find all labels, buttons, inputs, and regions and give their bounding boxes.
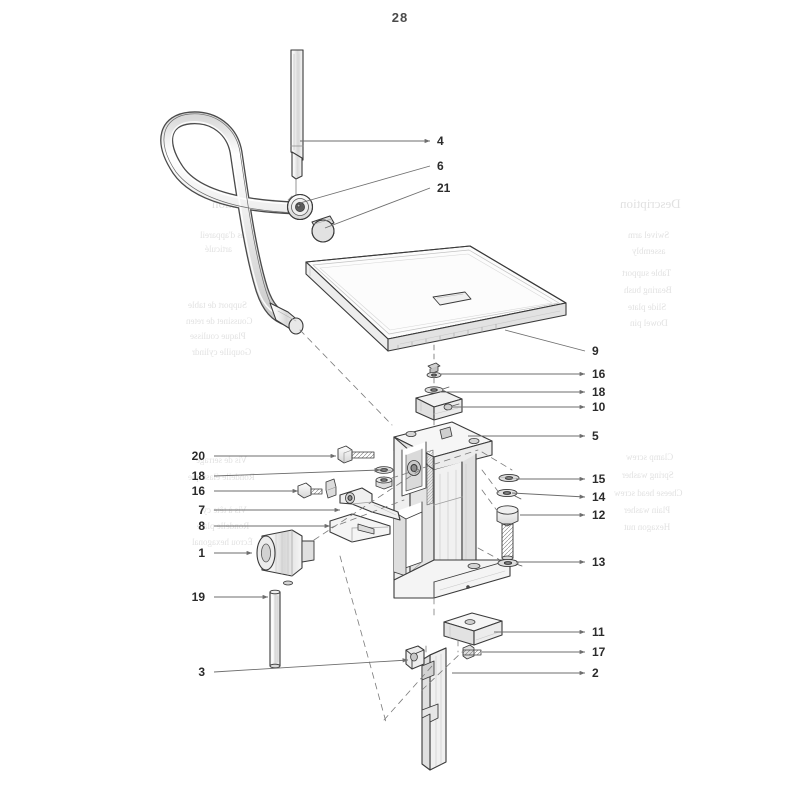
callout-number-9: 9	[592, 344, 599, 358]
part-set-screw	[462, 644, 482, 660]
part-base-block	[443, 612, 503, 646]
callout-number-2: 2	[592, 666, 599, 680]
part-washer-left	[375, 476, 393, 490]
part-lever-bracket	[339, 487, 401, 521]
callout-number-1: 1	[198, 546, 205, 560]
part-small-screw-assembly	[297, 478, 337, 499]
leader-line-3	[213, 658, 409, 673]
part-table-platen	[305, 245, 567, 352]
assembly-guide-lines	[299, 329, 513, 723]
callout-number-13: 13	[592, 555, 606, 569]
part-flat-washer-right	[498, 473, 520, 483]
callout-number-21: 21	[437, 181, 451, 195]
callout-number-17: 17	[592, 645, 606, 659]
part-washer-lower	[497, 558, 523, 568]
callout-number-15: 15	[592, 472, 606, 486]
part-round-cap	[311, 215, 335, 243]
leader-line-21	[324, 187, 431, 229]
part-clamp-block	[405, 645, 425, 670]
callout-number-8: 8	[198, 519, 205, 533]
part-dowel-pin	[269, 589, 281, 669]
callout-number-3: 3	[198, 665, 205, 679]
callout-number-19: 19	[191, 590, 205, 604]
callout-leader-lines	[213, 138, 586, 676]
part-swivel-arm	[160, 111, 304, 335]
part-hex-bolt-short	[337, 445, 375, 464]
part-washer-small-top	[426, 362, 442, 378]
callout-number-16: 16	[191, 484, 205, 498]
callout-number-20: 20	[191, 449, 205, 463]
part-lock-washer-top	[424, 386, 450, 394]
part-knurled-knob	[256, 529, 315, 586]
callout-number-18: 18	[191, 469, 205, 483]
callout-number-12: 12	[592, 508, 606, 522]
callout-number-7: 7	[198, 503, 205, 517]
part-lock-washer-right	[496, 488, 522, 500]
leader-line-14	[511, 492, 586, 499]
callout-number-10: 10	[592, 400, 606, 414]
part-pivot-joint	[286, 193, 314, 221]
callout-number-14: 14	[592, 490, 606, 504]
part-column-bracket	[393, 421, 511, 599]
part-upper-rod	[290, 49, 304, 197]
callout-number-18: 18	[592, 385, 606, 399]
part-hex-bolt-long	[496, 505, 519, 561]
callout-number-4: 4	[437, 134, 444, 148]
page-number: 28	[391, 10, 409, 25]
leader-line-18	[213, 468, 381, 477]
part-slide-block	[415, 390, 463, 421]
leader-line-9	[504, 329, 586, 352]
callout-number-5: 5	[592, 429, 599, 443]
callout-number-6: 6	[437, 159, 444, 173]
leader-line-6	[299, 165, 431, 204]
part-flat-plate	[329, 513, 391, 543]
callout-number-16: 16	[592, 367, 606, 381]
part-vertical-post	[421, 647, 447, 771]
callout-number-11: 11	[592, 625, 605, 639]
